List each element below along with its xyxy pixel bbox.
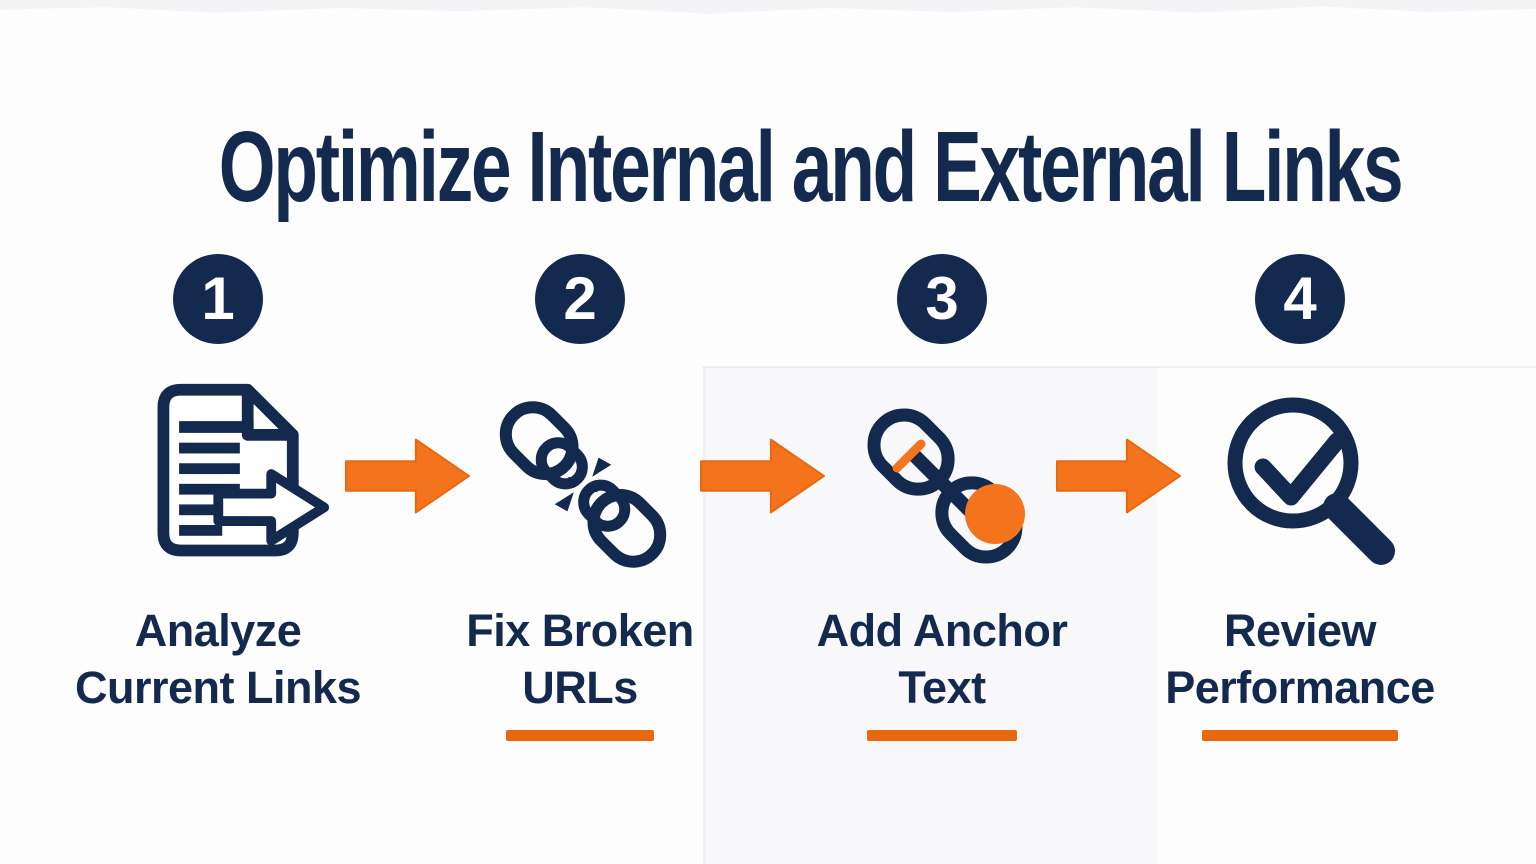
top-edge-artifact — [0, 0, 1536, 14]
flow-arrow-1-icon — [345, 431, 471, 521]
step-3-number-badge: 3 — [897, 254, 987, 344]
broken-chain-icon — [483, 382, 683, 587]
step-3-group: 3 Add Anchor Text — [752, 254, 1132, 774]
step-1-label: Analyze Current Links — [74, 605, 362, 713]
step-2-group: 2 — [390, 254, 770, 774]
flow-arrow-3-icon — [1056, 431, 1182, 521]
anchor-link-icon — [845, 386, 1045, 586]
step-2-number-badge: 2 — [535, 254, 625, 344]
step-4-number: 4 — [1283, 265, 1317, 332]
step-1-number: 1 — [201, 265, 235, 332]
magnifier-check-icon — [1213, 384, 1413, 586]
step-3-label: Add Anchor Text — [816, 605, 1068, 713]
step-4-group: 4 Review Performance — [1110, 254, 1490, 774]
step-1-group: 1 Analyze Current Lin — [28, 254, 408, 774]
document-links-icon — [130, 378, 336, 574]
step-2-accent-underline — [506, 730, 654, 741]
step-3-number: 3 — [925, 265, 959, 332]
page-title: Optimize Internal and External Links — [218, 111, 1404, 223]
flow-arrow-2-icon — [700, 431, 826, 521]
step-1-number-badge: 1 — [173, 254, 263, 344]
step-4-accent-underline — [1202, 730, 1398, 741]
step-4-number-badge: 4 — [1255, 254, 1345, 344]
step-2-label: Fix Broken URLs — [466, 605, 694, 713]
background-divider-line — [703, 366, 1536, 368]
step-2-number: 2 — [563, 265, 597, 332]
step-4-label: Review Performance — [1165, 605, 1435, 713]
step-3-accent-underline — [867, 730, 1017, 741]
